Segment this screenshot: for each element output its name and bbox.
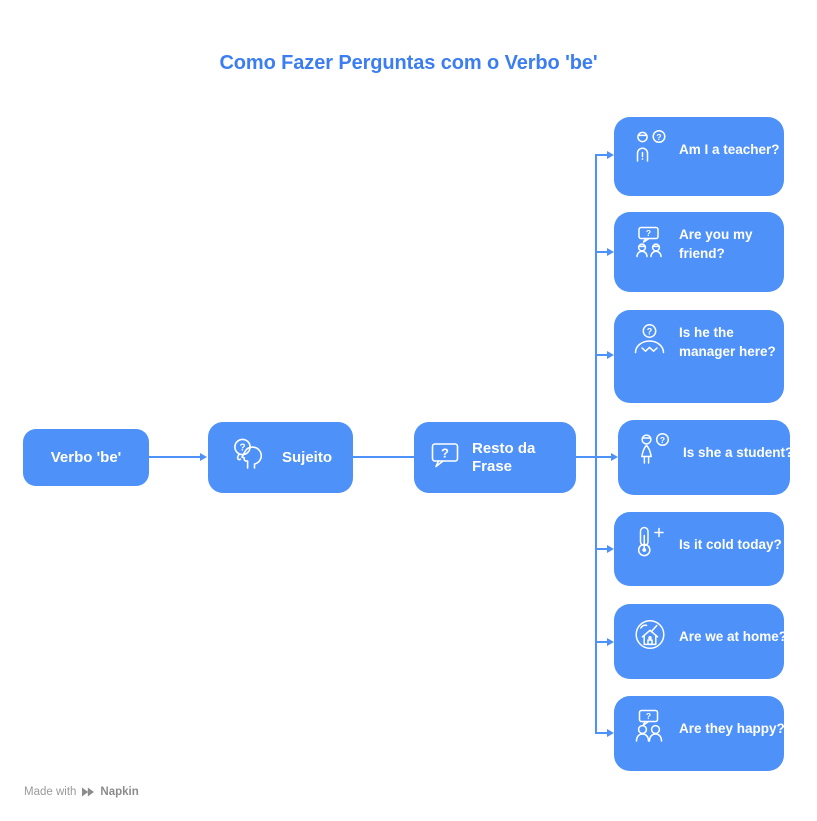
- arrowhead-question-5: [607, 544, 614, 553]
- node-verbo-be-label: Verbo 'be': [50, 448, 122, 466]
- student-person-question-icon: ?: [635, 431, 673, 474]
- question-label: Am I a teacher?: [679, 141, 780, 157]
- question-label: Are you my friend?: [679, 227, 753, 261]
- connector-question-5: [596, 548, 607, 550]
- head-magnifier-question-icon: ?: [230, 435, 270, 480]
- question-label: Is it cold today?: [679, 536, 782, 552]
- arrowhead-question-6: [607, 637, 614, 646]
- question-node-are-you-my-friend: ? Are you my friend?: [614, 212, 784, 292]
- question-label: Is he the manager here?: [679, 325, 776, 359]
- watermark-prefix: Made with: [24, 786, 77, 798]
- two-friends-question-bubble-icon: ?: [631, 223, 669, 266]
- question-node-are-we-at-home: Are we at home?: [614, 604, 788, 679]
- arrowhead-question-1: [607, 150, 614, 159]
- question-node-am-i-a-teacher: ? Am I a teacher?: [614, 117, 784, 196]
- watermark: Made with Napkin: [24, 786, 139, 798]
- node-sujeito: ? Sujeito: [208, 422, 353, 493]
- connector-question-7: [596, 732, 607, 734]
- question-label: Are we at home?: [679, 628, 788, 644]
- question-label: Is she a student?: [683, 444, 794, 460]
- question-node-is-she-a-student: ? Is she a student?: [618, 420, 794, 495]
- connector-resto-rail: [576, 456, 611, 458]
- svg-text:?: ?: [647, 326, 653, 336]
- svg-text:?: ?: [239, 443, 245, 454]
- arrowhead-verbo-sujeito: [200, 452, 207, 461]
- question-node-are-they-happy: ? Are they happy?: [614, 696, 785, 771]
- speech-bubble-question-icon: ?: [428, 438, 462, 477]
- diagram-title: Como Fazer Perguntas com o Verbo 'be': [219, 52, 598, 74]
- question-node-is-it-cold-today: Is it cold today?: [614, 512, 784, 586]
- node-resto-label: Resto da Frase: [472, 439, 536, 475]
- arrowhead-question-7: [607, 728, 614, 737]
- node-verbo-be: Verbo 'be': [23, 429, 149, 486]
- svg-text:?: ?: [646, 710, 651, 720]
- teacher-person-question-icon: ?: [631, 128, 669, 171]
- connector-question-2: [596, 251, 607, 253]
- svg-text:?: ?: [656, 131, 661, 141]
- connector-rail: [595, 154, 597, 734]
- connector-question-1: [596, 154, 607, 156]
- connector-question-3: [596, 354, 607, 356]
- connector-verbo-sujeito: [149, 456, 200, 458]
- connector-sujeito-resto: [353, 456, 414, 458]
- watermark-brand: Napkin: [100, 786, 139, 798]
- node-sujeito-label: Sujeito: [282, 448, 333, 466]
- arrowhead-question-3: [607, 350, 614, 359]
- question-label: Are they happy?: [679, 720, 785, 736]
- thermometer-plus-icon: [631, 523, 669, 566]
- group-question-bubble-icon: ?: [631, 707, 669, 750]
- node-resto-da-frase: ? Resto da Frase: [414, 422, 576, 493]
- manager-person-question-icon: ?: [631, 321, 669, 364]
- svg-text:?: ?: [441, 446, 449, 461]
- svg-text:?: ?: [660, 434, 665, 444]
- svg-text:?: ?: [646, 227, 651, 237]
- napkin-logo-icon: [81, 786, 95, 798]
- arrowhead-question-2: [607, 247, 614, 256]
- globe-house-icon: [631, 615, 669, 658]
- arrowhead-question-4: [611, 452, 618, 461]
- connector-question-6: [596, 641, 607, 643]
- question-node-is-he-the-manager: ? Is he the manager here?: [614, 310, 784, 403]
